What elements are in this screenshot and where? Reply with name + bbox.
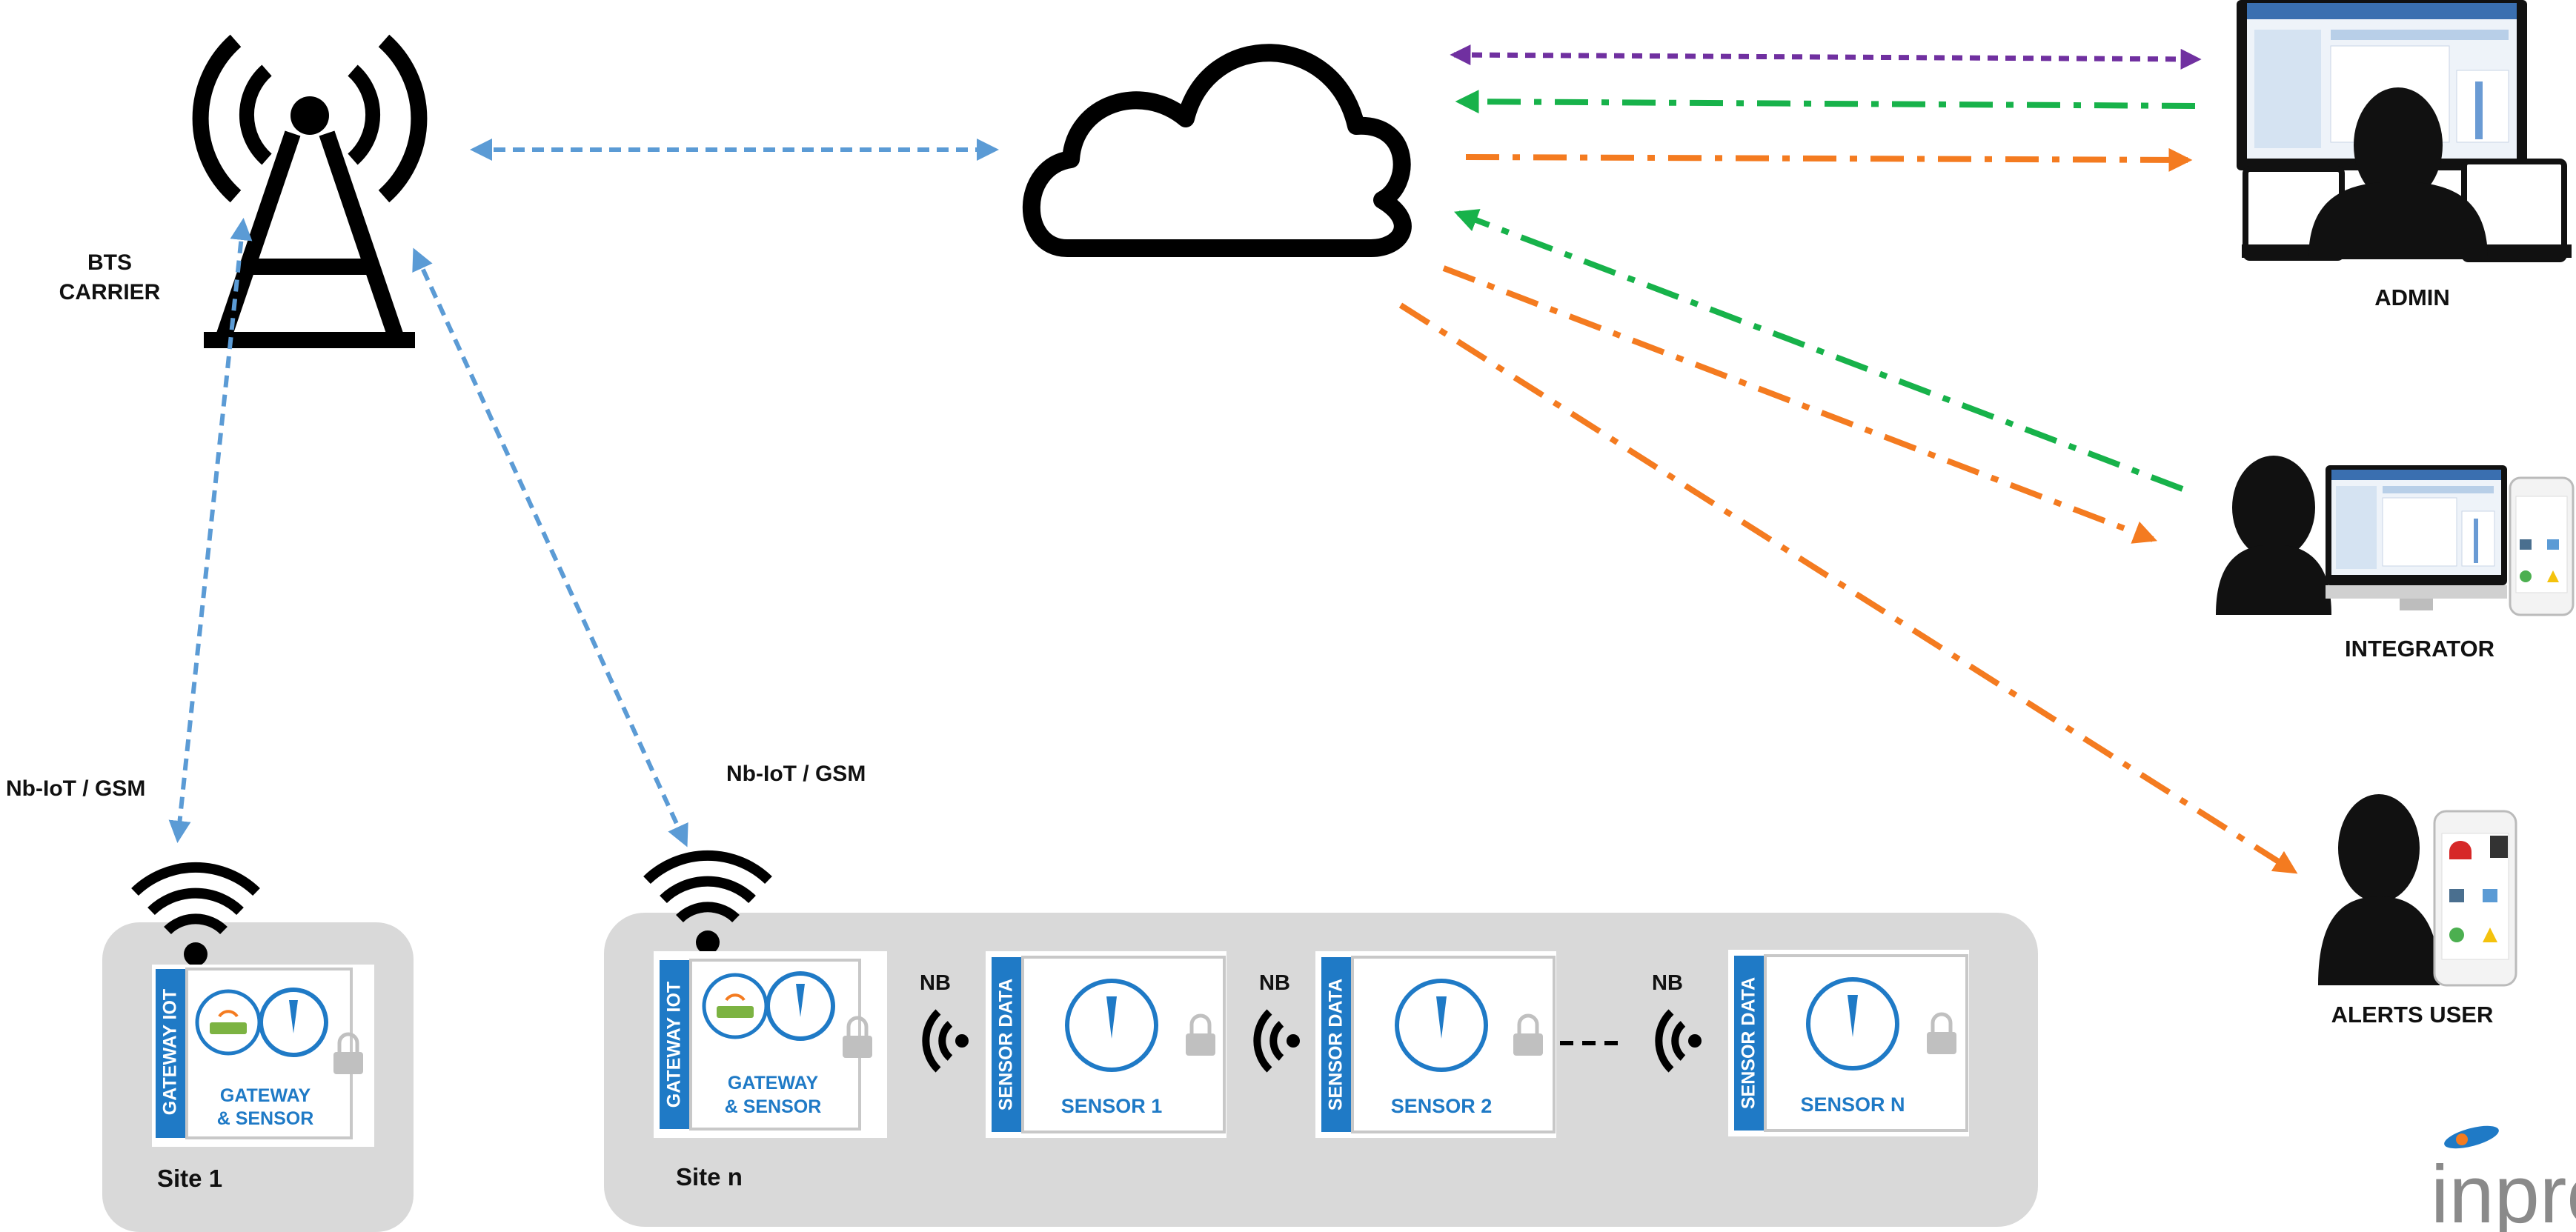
bts-tower-icon: [192, 34, 428, 348]
tower-site1-link: [168, 218, 253, 843]
gauge-icon: [1065, 979, 1158, 1072]
alerts-link-orange: [1398, 302, 2298, 874]
gateway-site1-line1: GATEWAY: [220, 1085, 311, 1106]
nb-label-2: NB: [1259, 971, 1290, 995]
gauge-icon: [259, 988, 328, 1057]
integrator-monitor-icon: [2326, 465, 2507, 610]
sensor1-device: SENSOR 1 SENSOR DATA: [986, 951, 1226, 1138]
site1-wifi-icon: [131, 862, 260, 966]
gateway-device-site1: GATEWAY & SENSOR GATEWAY IOT: [152, 965, 374, 1147]
logo-text: inpro: [2431, 1149, 2576, 1232]
gauge-icon: [1806, 977, 1899, 1070]
cloud-icon: [1022, 44, 1412, 257]
sensor2-side: SENSOR DATA: [1326, 979, 1347, 1111]
gateway-site1-line2: & SENSOR: [217, 1108, 314, 1129]
lock-icon: [1186, 1013, 1215, 1056]
inpro-logo: inpro: [2431, 1125, 2576, 1232]
nb-signal-icon-2: [1253, 1009, 1300, 1073]
lock-icon: [843, 1016, 872, 1058]
alerts-user-label: ALERTS USER: [2331, 1002, 2494, 1028]
gateway-device-siten: GATEWAY & SENSOR GATEWAY IOT: [654, 951, 887, 1138]
admin-link-purple: [1450, 44, 2202, 70]
integrator-link-orange: [1442, 265, 2157, 544]
gauge-icon: [766, 971, 835, 1041]
nb-label-1: NB: [920, 971, 951, 995]
bts-label-line1: BTS: [87, 250, 132, 275]
admin-link-green: [1455, 90, 2196, 114]
gauge-icon: [1395, 979, 1488, 1072]
bts-label-line2: CARRIER: [59, 280, 161, 304]
sensor2-device: SENSOR 2 SENSOR DATA: [1315, 951, 1556, 1138]
sensorN-side: SENSOR DATA: [1739, 977, 1759, 1109]
sensorN-device: SENSOR N SENSOR DATA: [1728, 950, 1969, 1136]
integrator-link-green: [1454, 209, 2184, 492]
nb-label-3: NB: [1652, 971, 1683, 995]
lock-icon: [1513, 1013, 1543, 1056]
tower-siten-link: [412, 247, 688, 848]
gateway-siten-side: GATEWAY IOT: [664, 982, 685, 1108]
lock-icon: [1927, 1012, 1956, 1054]
gateway-site1-side: GATEWAY IOT: [160, 989, 181, 1115]
site1-label: Site 1: [157, 1165, 222, 1192]
sensor2-name: SENSOR 2: [1391, 1095, 1493, 1117]
alerts-user-icon: [2318, 794, 2440, 985]
nb-signal-icon-1: [922, 1009, 969, 1073]
sensorN-name: SENSOR N: [1800, 1093, 1905, 1116]
link-label-left: Nb-IoT / GSM: [6, 776, 145, 801]
nb-signal-icon-3: [1655, 1009, 1702, 1073]
admin-link-orange: [1465, 147, 2193, 172]
siten-wifi-icon: [643, 850, 772, 954]
gateway-siten-line2: & SENSOR: [725, 1096, 822, 1117]
admin-label: ADMIN: [2374, 284, 2450, 310]
lock-icon: [333, 1032, 363, 1074]
integrator-phone-icon: [2509, 476, 2575, 616]
alerts-phone-icon: [2433, 810, 2517, 987]
siten-label: Site n: [676, 1163, 743, 1191]
admin-workstation-icon: [2237, 0, 2572, 262]
link-label-right: Nb-IoT / GSM: [726, 762, 866, 786]
sensor1-name: SENSOR 1: [1061, 1095, 1163, 1117]
integrator-icon: [2216, 456, 2331, 615]
sensor1-side: SENSOR DATA: [996, 979, 1017, 1111]
integrator-label: INTEGRATOR: [2345, 636, 2494, 662]
gateway-siten-line1: GATEWAY: [728, 1073, 819, 1093]
